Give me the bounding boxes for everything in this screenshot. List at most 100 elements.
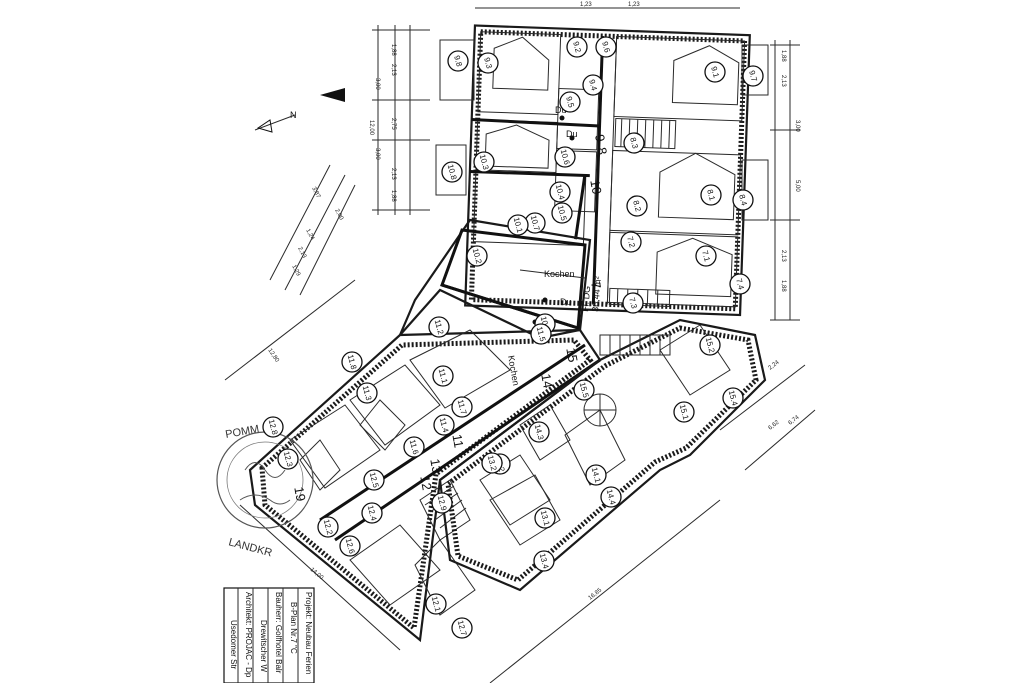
room-tag-circle — [533, 550, 555, 572]
room-tag-circle — [700, 184, 722, 206]
room-tag-circle — [729, 273, 751, 295]
dim-right-5: 1,88 — [780, 280, 786, 292]
room-tag-circle — [549, 181, 571, 203]
room-tag: 13.1 — [534, 507, 556, 529]
room-tag-label: 8.2 — [631, 199, 643, 213]
dim-left-0: 1,88 — [390, 44, 396, 56]
room-tag-circle — [481, 452, 503, 474]
room-tag-circle — [582, 74, 604, 96]
zone-number: 10 — [587, 179, 604, 196]
dimension-text-right: 1,88 2,13 3,00 5,00 2,13 1,88 — [780, 50, 800, 292]
dim-right-4: 2,13 — [780, 250, 786, 262]
room-tag-circle — [673, 401, 695, 423]
room-tag-label: 12.6 — [344, 537, 357, 555]
dim-top-2: 1,23 — [628, 2, 640, 8]
arrow-triangle-icon — [320, 88, 345, 102]
room-tag: 9.7 — [742, 65, 764, 87]
dim-right-lower-1: 6,62 — [768, 419, 781, 431]
du-label-3: Du — [560, 297, 572, 307]
room-tag-circle — [704, 61, 726, 83]
room-tag-label: 11.5 — [535, 326, 548, 343]
room-tag: 9.6 — [595, 36, 617, 58]
room-tag-label: 10.5 — [556, 204, 569, 222]
room-tag-label: 7.4 — [734, 277, 746, 291]
dim-left-6: 2,13 — [390, 168, 396, 180]
stair-lower-right — [599, 334, 671, 356]
room-tag: 8.2 — [626, 195, 648, 217]
room-tag-label: 10.7 — [529, 214, 542, 232]
zone-number: 12 — [417, 475, 434, 492]
room-tag: 14.3 — [528, 421, 550, 443]
zone-number: 15 — [563, 347, 580, 364]
north-label: N — [290, 110, 297, 120]
room-tag-label: 12.3 — [282, 450, 295, 468]
room-tag-label: 15.5 — [578, 381, 591, 399]
room-tag: 13.2 — [481, 452, 503, 474]
room-tag-circle — [573, 379, 595, 401]
room-tag-label: 7.3 — [627, 296, 639, 310]
room-tag-circle — [722, 387, 744, 409]
room-tag-label: 11.6 — [408, 439, 421, 456]
area-value: 36,44 m² — [590, 276, 603, 312]
dim-diag-2: 1,24 — [304, 228, 315, 242]
room-tag-circle — [595, 36, 617, 58]
room-tag: 7.4 — [729, 273, 751, 295]
room-tag-circle — [585, 464, 607, 486]
room-tag: 12.7 — [451, 617, 473, 639]
dim-left-5: 3,00 — [374, 148, 380, 160]
room-tag-circle — [466, 245, 488, 267]
room-tag-label: 12.1 — [430, 595, 443, 613]
zone-number: 13 — [427, 458, 444, 475]
room-tag-label: 10.2 — [471, 247, 484, 265]
room-tag: 9.1 — [704, 61, 726, 83]
room-tag: 9.8 — [447, 50, 469, 72]
room-tag-label: 14.4 — [605, 488, 618, 506]
room-tag: 11.7 — [451, 396, 473, 418]
dimension-text-left: 1,88 2,13 3,00 2,75 12,00 3,00 2,13 1,88 — [368, 44, 396, 202]
room-tag: 9.2 — [566, 36, 588, 58]
zone-number: 14 — [538, 373, 555, 390]
room-tag: 9.5 — [559, 91, 581, 113]
room-tag-label: 12.9 — [436, 494, 449, 512]
dim-right-3: 5,00 — [794, 180, 800, 192]
title-line-0: Projekt: Neubau Ferien — [304, 592, 313, 674]
room-tag-label: 15.2 — [704, 336, 717, 354]
zone-number: 19 — [291, 486, 308, 503]
room-tag-label: 12.4 — [366, 504, 379, 522]
room-tag-circle — [554, 146, 576, 168]
dim-diag-3: 2,13 — [296, 246, 307, 260]
room-tag-circle — [356, 382, 378, 404]
room-tag: 8.3 — [623, 132, 645, 154]
stair-spiral — [583, 393, 617, 427]
room-tag-circle — [425, 593, 447, 615]
room-tag-label: 11.2 — [433, 319, 446, 336]
room-tag-circle — [451, 396, 473, 418]
room-tag: 11.3 — [356, 382, 378, 404]
stamp-text-top: POMM — [224, 423, 260, 441]
room-tag-circle — [600, 486, 622, 508]
dim-left-2: 3,00 — [374, 78, 380, 90]
dim-left-1: 2,13 — [390, 64, 396, 76]
room-tag-label: 13.4 — [538, 552, 551, 570]
room-tag-label: 12.7 — [456, 619, 469, 637]
room-tag-circle — [432, 365, 454, 387]
room-tag-label: 9.6 — [600, 40, 612, 54]
du-label-2: Du — [566, 129, 578, 139]
title-line-4: Architekt: PROJAC - Dp — [244, 592, 253, 678]
dim-upper-left: 12,80 — [266, 348, 280, 364]
room-tag-label: 13.2 — [486, 454, 499, 472]
room-tag-label: 12.5 — [368, 471, 381, 489]
room-tag-circle — [317, 516, 339, 538]
zone-number: 7 — [588, 280, 604, 290]
room-tag-label: 12.2 — [322, 518, 335, 536]
room-tag: 12.5 — [363, 469, 385, 491]
zone-number: 9 — [592, 133, 608, 143]
dimension-lines — [224, 7, 816, 683]
title-line-2: Bauherr: Golfhotel Balr — [274, 592, 283, 674]
dim-diag-4: 1,29 — [290, 264, 301, 278]
room-tag-circle — [262, 416, 284, 438]
room-tag: 7.2 — [620, 231, 642, 253]
room-tag-circle — [447, 50, 469, 72]
room-tag-circle — [534, 507, 556, 529]
